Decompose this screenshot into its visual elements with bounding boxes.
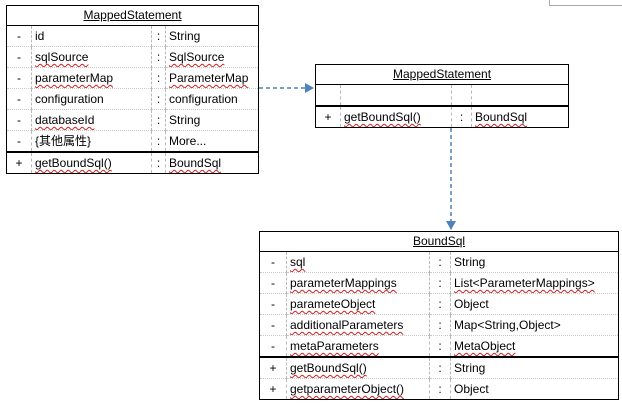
field-type: ParameterMap xyxy=(169,71,249,85)
field-name: sqlSource xyxy=(35,50,89,64)
field-visibility: - xyxy=(259,272,287,294)
method-visibility: + xyxy=(315,105,341,128)
method-visibility: + xyxy=(259,356,287,379)
field-visibility: - xyxy=(6,130,32,152)
method-colon: : xyxy=(429,378,451,400)
field-type: Object xyxy=(450,293,619,315)
empty-cell xyxy=(451,84,472,106)
field-type: SqlSource xyxy=(169,50,225,64)
field-colon: : xyxy=(151,130,166,152)
method-visibility: + xyxy=(6,151,32,174)
field-visibility: - xyxy=(259,314,287,336)
field-visibility: - xyxy=(6,25,32,47)
field-colon: : xyxy=(429,293,451,315)
field-colon: : xyxy=(429,314,451,336)
field-visibility: - xyxy=(6,67,32,89)
field-type: More... xyxy=(165,130,259,152)
field-colon: : xyxy=(151,88,166,110)
field-type: MetaObject xyxy=(454,339,516,353)
class-mappedstatement-compact: MappedStatement + getBoundSql() : BoundS… xyxy=(315,64,569,128)
field-name: id xyxy=(31,25,152,47)
method-type: BoundSql xyxy=(475,110,528,124)
field-type: String xyxy=(165,109,259,131)
method-type: Object xyxy=(450,378,619,400)
method-colon: : xyxy=(429,356,451,379)
field-name: sql xyxy=(290,255,306,269)
field-name: parameterMappings xyxy=(290,276,397,290)
field-name: parameteObject xyxy=(290,297,376,311)
class-mappedstatement-full: MappedStatement - id : String - sqlSourc… xyxy=(6,5,259,174)
field-colon: : xyxy=(429,272,451,294)
empty-cell xyxy=(471,84,569,106)
field-colon: : xyxy=(429,251,451,273)
method-type: BoundSql xyxy=(169,156,222,170)
field-name: databaseId xyxy=(35,113,95,127)
field-colon: : xyxy=(151,109,166,131)
empty-cell xyxy=(315,84,341,106)
field-visibility: - xyxy=(6,109,32,131)
field-colon: : xyxy=(151,46,166,68)
field-name: configuration xyxy=(31,88,152,110)
field-name: additionalParameters xyxy=(290,318,404,332)
field-name: {其他属性} xyxy=(31,130,152,152)
field-visibility: - xyxy=(259,293,287,315)
method-type: String xyxy=(450,356,619,379)
field-colon: : xyxy=(429,335,451,357)
field-type: configuration xyxy=(165,88,259,110)
method-name: getparameterObject() xyxy=(290,382,405,396)
field-visibility: - xyxy=(259,251,287,273)
empty-cell xyxy=(340,84,452,106)
corner-mark xyxy=(549,0,622,6)
field-type: String xyxy=(165,25,259,47)
method-visibility: + xyxy=(259,378,287,400)
method-colon: : xyxy=(451,105,472,128)
method-name: getBoundSql() xyxy=(290,361,367,375)
class-boundsql: BoundSql - sql : String - parameterMappi… xyxy=(259,231,620,400)
method-name: getBoundSql() xyxy=(344,110,421,124)
field-visibility: - xyxy=(6,88,32,110)
field-name: metaParameters xyxy=(290,339,379,353)
field-type: Map<String,Object> xyxy=(450,314,619,336)
class-title: MappedStatement xyxy=(392,67,492,81)
field-type: List<ParameterMappings> xyxy=(454,276,595,290)
field-visibility: - xyxy=(259,335,287,357)
field-visibility: - xyxy=(6,46,32,68)
method-colon: : xyxy=(151,151,166,174)
class-title: MappedStatement xyxy=(83,8,182,22)
method-name: getBoundSql() xyxy=(35,156,112,170)
field-name: parameterMap xyxy=(35,71,114,85)
field-colon: : xyxy=(151,25,166,47)
field-colon: : xyxy=(151,67,166,89)
field-type: String xyxy=(450,251,619,273)
class-title: BoundSql xyxy=(413,234,466,248)
